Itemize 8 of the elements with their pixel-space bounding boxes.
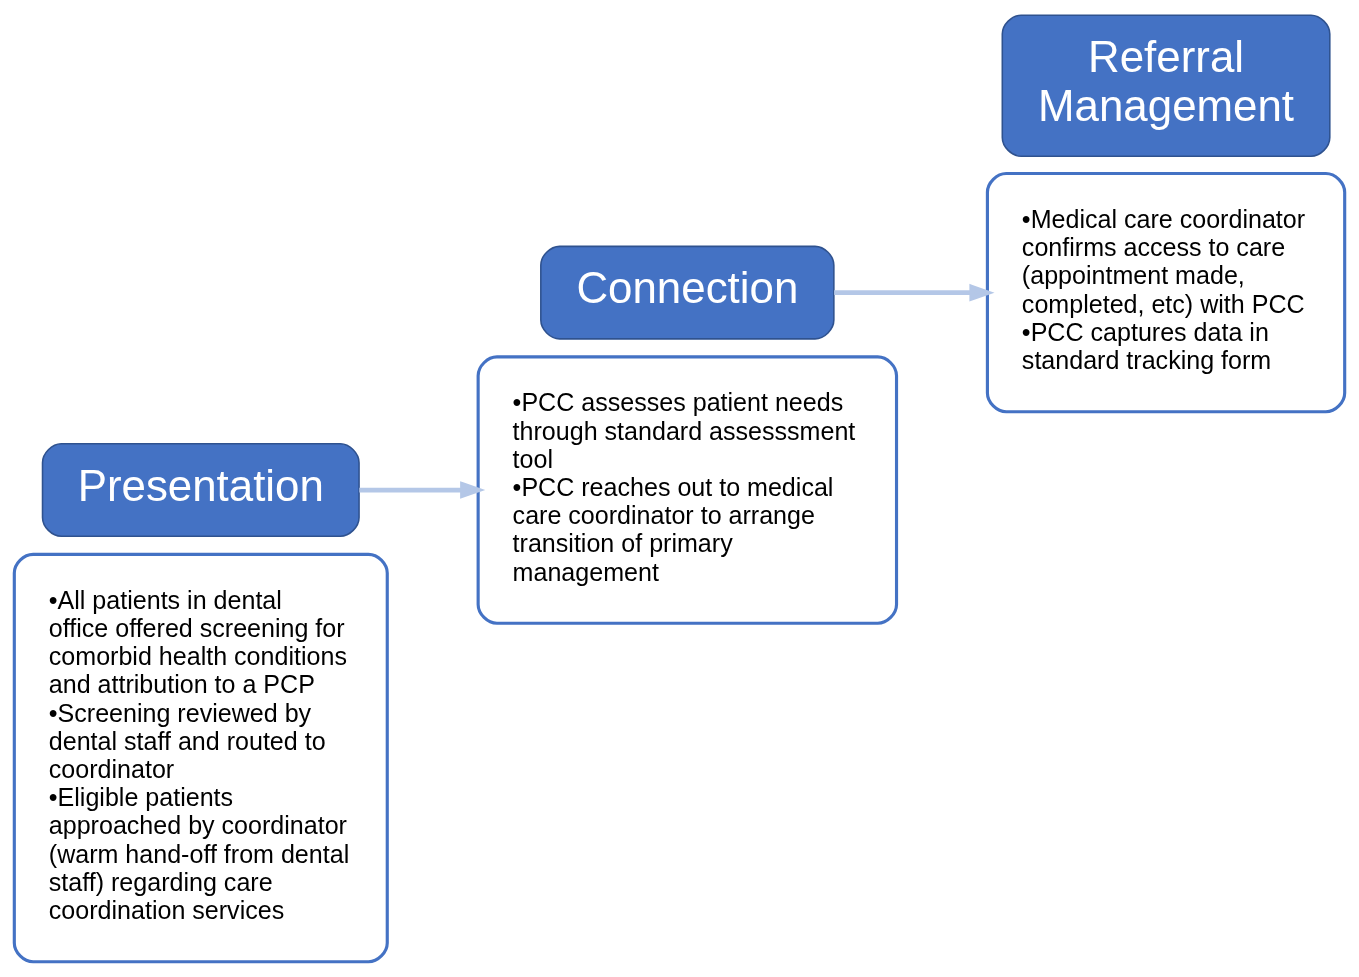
node-box: •All patients in dental office offered screening for comorbid health conditions and attribution to a PCP •Screening reviewed by dental staff and routed to coordinator •Eligible patients approached by coordinator (warm hand-off from dental staff) regarding care coordination services	[12, 552, 389, 964]
arrow	[834, 283, 995, 302]
node-box: •PCC assesses patient needs through standard assesssment tool •PCC reaches out to medical care coordinator to arrange transition of primary management	[476, 355, 899, 625]
node-box: Connection	[540, 245, 835, 340]
node-box: •Medical care coordinator confirms access to care (appointment made, completed, etc) with PCC •PCC captures data in standard tracking form	[985, 171, 1347, 414]
node-box: Referral Management	[1001, 14, 1331, 158]
node-box: Presentation	[41, 443, 360, 538]
arrow	[359, 481, 486, 499]
